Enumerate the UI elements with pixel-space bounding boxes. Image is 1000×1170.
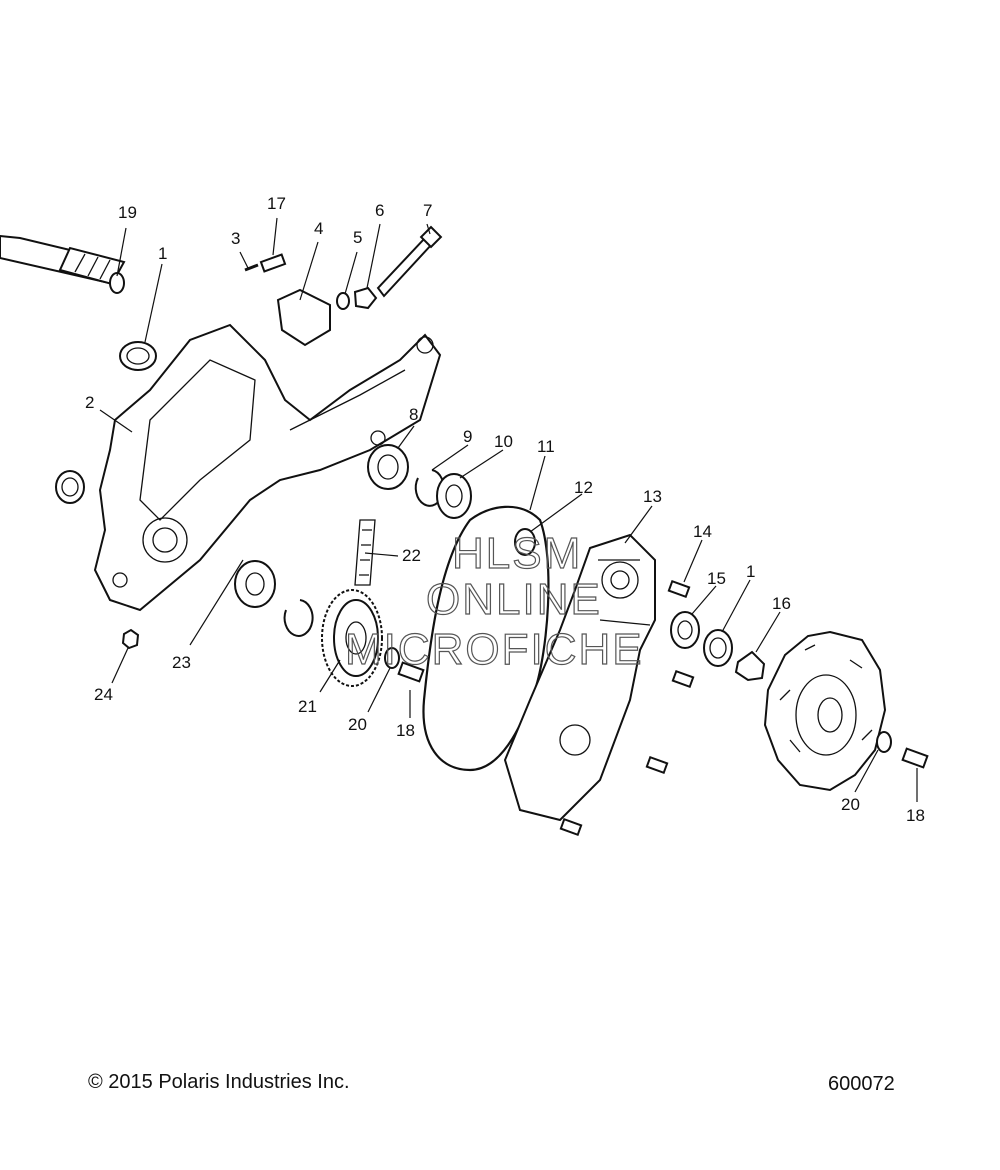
drive-chain xyxy=(354,519,376,586)
callout-21: 21 xyxy=(298,697,317,716)
callout-9: 9 xyxy=(463,427,472,446)
callout-19: 19 xyxy=(118,203,137,222)
callout-7: 7 xyxy=(423,201,432,220)
watermark: HLSM ONLINE MICROFICHE xyxy=(344,528,644,674)
washer xyxy=(336,292,350,310)
axle-shaft xyxy=(0,234,126,286)
brake-disc xyxy=(763,630,887,792)
callout-24: 24 xyxy=(94,685,113,704)
callout-13: 13 xyxy=(643,487,662,506)
callout-3: 3 xyxy=(231,229,240,248)
cover-bolts xyxy=(559,579,695,837)
seal-12 xyxy=(514,528,536,556)
bolt-18 xyxy=(397,661,425,683)
callout-20-right: 20 xyxy=(841,795,860,814)
callout-1-right: 1 xyxy=(746,562,755,581)
snap-ring-lower xyxy=(283,599,314,637)
callout-15: 15 xyxy=(707,569,726,588)
callout-2: 2 xyxy=(85,393,94,412)
watermark-line-3: MICROFICHE xyxy=(345,625,644,674)
washer-20-right xyxy=(876,731,892,753)
copyright-text: © 2015 Polaris Industries Inc. xyxy=(88,1071,350,1093)
callout-16: 16 xyxy=(772,594,791,613)
callout-18: 18 xyxy=(396,721,415,740)
callout-22: 22 xyxy=(402,546,421,565)
callout-12: 12 xyxy=(574,478,593,497)
bearing-15 xyxy=(670,611,700,649)
gasket xyxy=(422,505,550,772)
callout-labels: 19 1 3 17 4 5 6 7 2 8 9 10 11 12 13 14 1… xyxy=(85,194,925,825)
bolt xyxy=(376,236,434,298)
washer-20 xyxy=(384,647,400,669)
gearcase-cover xyxy=(503,533,656,822)
sprocket-small xyxy=(436,473,472,519)
roll-pin xyxy=(259,253,287,273)
callout-11: 11 xyxy=(537,437,555,456)
pin xyxy=(244,263,259,272)
bearing-23 xyxy=(234,560,276,608)
callout-17: 17 xyxy=(267,194,286,213)
callout-5: 5 xyxy=(353,228,362,247)
oil-seal-right xyxy=(703,629,733,667)
callout-4: 4 xyxy=(314,219,323,238)
bracket xyxy=(276,288,331,347)
callout-6: 6 xyxy=(375,201,384,220)
callout-20: 20 xyxy=(348,715,367,734)
bolt-18-right xyxy=(901,747,929,769)
oil-seal-left xyxy=(55,470,85,504)
snap-ring-9 xyxy=(414,469,445,507)
gearcase-housing xyxy=(93,323,442,612)
watermark-line-1: HLSM xyxy=(452,529,582,578)
sprocket-large xyxy=(321,589,383,687)
leader-lines xyxy=(99,217,918,802)
callout-10: 10 xyxy=(494,432,513,451)
callout-8: 8 xyxy=(409,405,418,424)
callout-18-right: 18 xyxy=(906,806,925,825)
spacer xyxy=(734,650,766,682)
callout-14: 14 xyxy=(693,522,712,541)
watermark-line-2: ONLINE xyxy=(426,575,602,624)
figure-number: 600072 xyxy=(828,1073,895,1095)
bearing xyxy=(367,444,409,490)
callout-23: 23 xyxy=(172,653,191,672)
nut xyxy=(353,286,378,310)
oil-seal xyxy=(119,341,157,371)
nut-24 xyxy=(121,628,140,650)
callout-1: 1 xyxy=(158,244,167,263)
